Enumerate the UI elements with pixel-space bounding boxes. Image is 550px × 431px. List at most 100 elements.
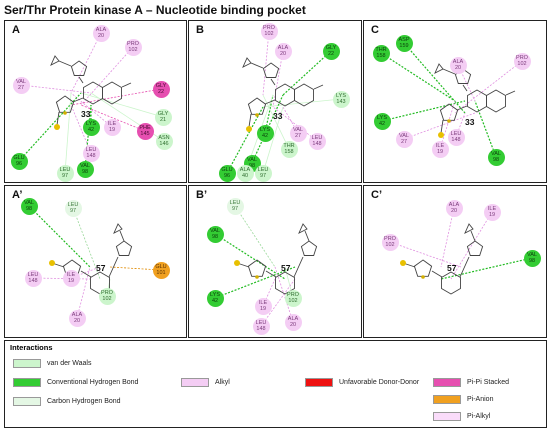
residue-number: 19 [488, 212, 496, 218]
residue-number: 159 [399, 43, 409, 49]
residue-number: 42 [211, 298, 219, 304]
residue-number: 102 [385, 242, 395, 248]
bond [505, 90, 516, 96]
legend-title: Interactions [10, 343, 53, 352]
sulfonyl-mark [49, 260, 55, 266]
panel-label: A [12, 24, 20, 36]
bond [121, 82, 132, 88]
residue-number: 42 [261, 133, 269, 139]
residue-name: GLU [155, 264, 167, 270]
ligand-skeleton [242, 57, 324, 128]
interaction-line [262, 94, 290, 150]
residue-number: 20 [289, 322, 297, 328]
interaction-line [70, 88, 162, 106]
residue-number: 97 [259, 173, 267, 179]
residue-name: PRO [516, 55, 528, 61]
interaction-line [72, 207, 101, 280]
residue-number: 98 [248, 163, 256, 169]
ring-cyclopropyl [113, 223, 123, 234]
interaction-line [70, 32, 102, 94]
interaction-line [403, 112, 476, 140]
residue-number: 20 [279, 51, 287, 57]
sulfur-mark [63, 111, 67, 115]
interaction-line [80, 92, 164, 118]
ring-pyrazole [300, 240, 318, 256]
residue-name: LEU [311, 135, 323, 141]
bond [440, 119, 444, 134]
residue-number: 98 [528, 258, 536, 264]
legend-swatch [433, 378, 461, 387]
residue-name: LEU [257, 167, 269, 173]
residue-name: VAL [80, 163, 90, 169]
bond [270, 78, 276, 86]
ligand-number: 33 [465, 117, 475, 127]
residue-name: LEU [255, 320, 267, 326]
legend-label: Carbon Hydrogen Bond [47, 398, 121, 405]
ligand-number: 57 [447, 263, 457, 273]
residue-name: ASN [158, 135, 170, 141]
ligand-number: 57 [96, 263, 106, 273]
legend-swatch [433, 412, 461, 421]
interaction-line [260, 278, 296, 327]
residue-number: 98 [81, 169, 89, 175]
legend-label: Pi-Anion [467, 396, 494, 403]
residue-number: 158 [284, 149, 294, 155]
residue-name: PRO [263, 25, 275, 31]
residue-number: 102 [264, 31, 274, 37]
legend-swatch [305, 378, 333, 387]
ring-hex [467, 89, 487, 113]
residue-name: VAL [293, 127, 303, 133]
residue-number: 148 [256, 326, 266, 332]
legend-item: Alkyl [181, 378, 230, 387]
interaction-line [262, 98, 342, 108]
interaction-line [32, 277, 91, 280]
residue-name: LEU [27, 272, 39, 278]
panel-label: B [196, 24, 204, 36]
interaction-line [274, 266, 294, 323]
residue-number: 19 [436, 149, 444, 155]
residue-name: LYS [86, 121, 96, 127]
bond [459, 256, 470, 278]
residue-number: 27 [400, 139, 408, 145]
sulfur-mark [255, 275, 259, 279]
residue-name: GLU [13, 155, 25, 161]
residue-name: ALA [452, 59, 464, 65]
bond [78, 76, 84, 84]
bond [313, 84, 324, 90]
legend-label: Pi-Alkyl [467, 413, 491, 420]
residue-number: 102 [128, 47, 138, 53]
residue-name: LEU [59, 167, 71, 173]
legend-item: Carbon Hydrogen Bond [13, 397, 121, 406]
ligand-skeleton [50, 55, 132, 126]
panel-label: B’ [196, 189, 207, 201]
residue-name: THR [283, 143, 295, 149]
interaction-line [80, 46, 134, 106]
legend-swatch [181, 378, 209, 387]
residue-name: THR [375, 47, 387, 53]
ligand-number: 33 [81, 109, 91, 119]
ring-thiophene [413, 259, 433, 277]
sulfonyl-mark [234, 260, 240, 266]
residue-number: 40 [241, 173, 249, 179]
legend-item: Pi-Anion [433, 395, 493, 404]
sulfur-mark [447, 119, 451, 123]
